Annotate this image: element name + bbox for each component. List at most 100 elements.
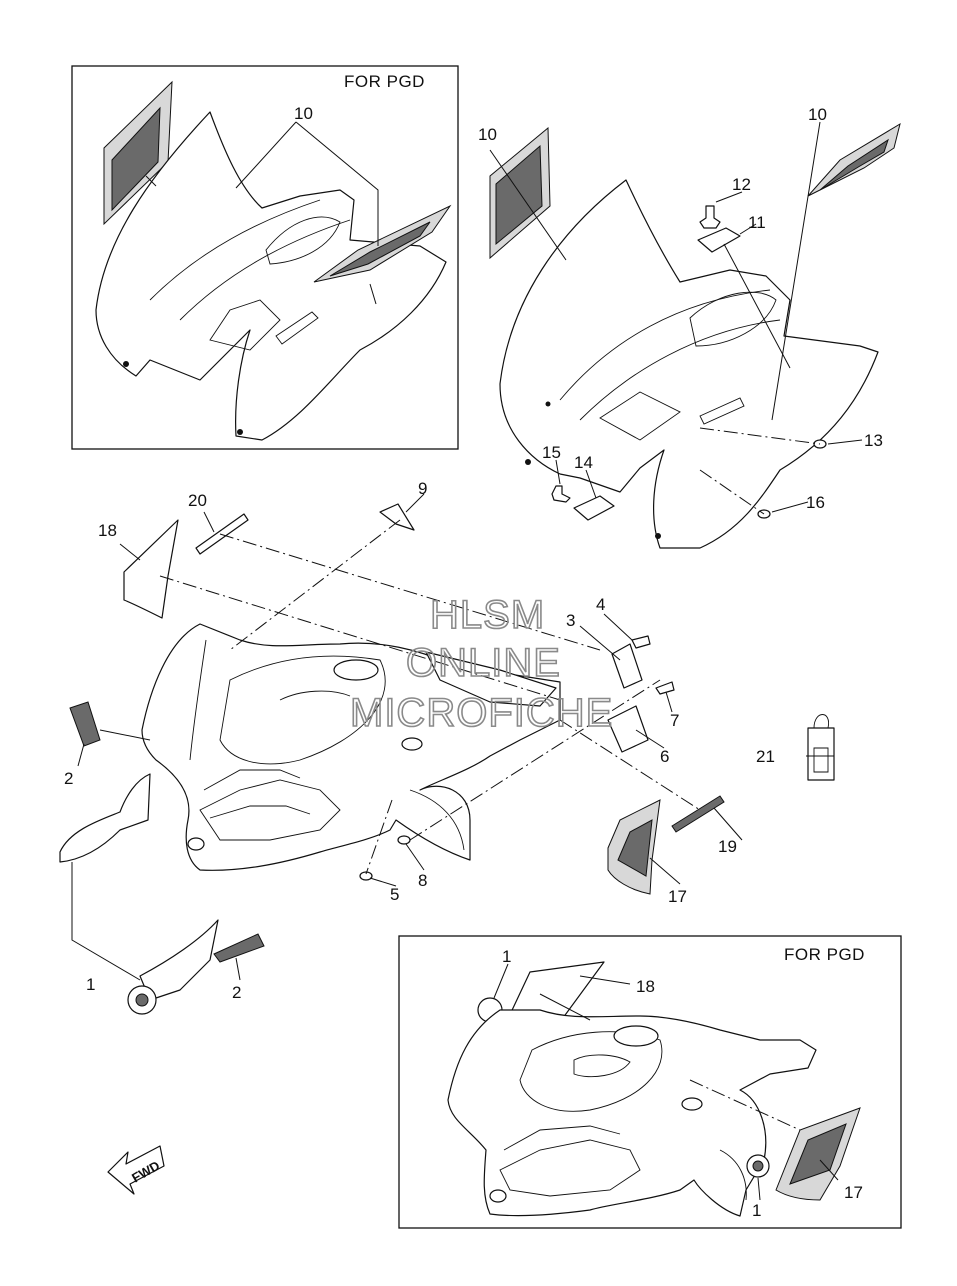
- leader-15: [555, 459, 561, 485]
- rear-fender-assembly: 10 10 12 11 13 15 14 16: [478, 105, 901, 549]
- callout-19: 19: [718, 837, 737, 856]
- part-8-nut: [397, 835, 411, 845]
- rear-decal-right-print: [819, 138, 889, 191]
- leader-9: [405, 493, 425, 513]
- rear-fender-rivet-1: [525, 459, 531, 465]
- leader-1-panel-top: [493, 963, 509, 999]
- decal-1-left-lower: [139, 919, 219, 1001]
- pgd-front-fender-seat: [573, 1054, 631, 1078]
- leader-dash-13: [699, 427, 821, 445]
- leader-3: [579, 625, 621, 661]
- leader-dash-5: [365, 799, 393, 875]
- leader-18-panel-b: [539, 993, 591, 1021]
- leader-dash-19: [559, 719, 701, 811]
- leader-10b: [489, 149, 567, 261]
- tag-21-string: [813, 714, 829, 729]
- pgd-front-fender-tank-area: [519, 1031, 663, 1112]
- pgd-fender-cover: [265, 216, 341, 265]
- rear-fender-rivet-3: [545, 401, 551, 407]
- pgd-decal-17-print: [789, 1123, 847, 1185]
- front-fender-grille-1: [203, 769, 301, 791]
- watermark-line-2: ONLINE: [406, 641, 561, 685]
- panel-top-left-frame: [71, 65, 459, 450]
- rear-fender-tray: [599, 391, 681, 441]
- emblem-1-left-center: [135, 993, 149, 1007]
- front-fender-edge: [189, 639, 207, 761]
- callout-4: 4: [596, 595, 605, 614]
- pgd-front-fender-body: [447, 1009, 817, 1217]
- panel-top-left: FOR PGD 10: [71, 65, 459, 450]
- pgd-front-fender-light: [489, 1189, 507, 1203]
- decal-18: [123, 519, 179, 619]
- part-7-screw: [655, 681, 675, 695]
- part-11-plate: [697, 227, 741, 253]
- callout-12: 12: [732, 175, 751, 194]
- leader-2-left: [77, 743, 85, 767]
- callout-6: 6: [660, 747, 669, 766]
- pgd-fender-rivet: [237, 429, 243, 435]
- callout-10-left: 10: [478, 125, 497, 144]
- front-fender-emblem-mount: [401, 737, 423, 751]
- leader-7: [665, 691, 673, 713]
- pgd-fender-slot: [275, 311, 319, 345]
- part-3-plate: [611, 643, 643, 689]
- leader-1-panel-bottom: [757, 1177, 761, 1201]
- pgd-front-fender-grille-1: [503, 1125, 621, 1151]
- leader-17: [649, 857, 681, 885]
- rear-decal-right: [807, 122, 901, 197]
- leader-dash-18: [159, 575, 561, 701]
- callout-17-panel: 17: [844, 1183, 863, 1202]
- rear-fender-body: [499, 179, 879, 549]
- rear-fender-seam-2: [579, 319, 781, 421]
- callout-1-left: 1: [86, 975, 95, 994]
- decal-20: [195, 513, 249, 555]
- leader-10a-b: [235, 121, 297, 189]
- leader-4: [603, 613, 633, 641]
- callout-5: 5: [390, 885, 399, 904]
- leader-1-left: [71, 862, 141, 981]
- tag-21-inner: [813, 747, 829, 773]
- leader-10a-c: [145, 175, 157, 187]
- part-5-nut: [359, 871, 373, 881]
- leader-17-panel: [819, 1159, 839, 1181]
- pgd-side-decal-right: [313, 204, 452, 283]
- callout-13: 13: [864, 431, 883, 450]
- callout-14: 14: [574, 453, 593, 472]
- callout-1-panel-top: 1: [502, 947, 511, 966]
- pgd-front-fender-wheel-arch: [719, 1149, 747, 1201]
- rear-fender-seam-1: [559, 289, 771, 401]
- leader-12: [715, 191, 743, 203]
- panel-bottom-right: FOR PGD 1 18 17 1: [398, 935, 902, 1229]
- pgd-emblem-1-bottom-center: [752, 1160, 764, 1172]
- callout-20: 20: [188, 491, 207, 510]
- decal-17-print: [617, 819, 653, 877]
- pgd-tank-decal-left-print: [111, 106, 161, 212]
- part-15-screw: [551, 485, 571, 503]
- fwd-arrow-shape: [107, 1145, 165, 1195]
- pgd-fender-seam-1: [149, 199, 321, 301]
- leader-5: [369, 877, 397, 887]
- leader-14: [585, 469, 597, 499]
- pgd-fender-seam-2: [179, 219, 351, 321]
- callout-2-right: 2: [232, 983, 241, 1002]
- leader-10a-d: [369, 283, 377, 305]
- callout-18-top: 18: [98, 521, 117, 540]
- part-14-plate: [573, 495, 615, 521]
- front-fender-assembly: 18 20 9 4 3 7 6 2 21 19 5 8 17 1 2: [59, 479, 835, 1015]
- callout-10-top-left: 10: [294, 104, 313, 123]
- callout-21: 21: [756, 747, 775, 766]
- callout-16: 16: [806, 493, 825, 512]
- leader-11: [739, 223, 757, 235]
- part-4-screw: [631, 635, 651, 649]
- watermark-line-3: MICROFICHE: [350, 691, 613, 735]
- rear-decal-left-print: [495, 144, 543, 246]
- front-fender-tank-area: [219, 655, 386, 765]
- leader-2-left-b: [99, 729, 151, 741]
- pgd-rear-fender: [95, 111, 447, 441]
- decal-19: [671, 795, 725, 833]
- part-6-plate: [607, 705, 649, 753]
- front-fender-intake: [199, 779, 341, 841]
- leader-dash-20: [219, 533, 601, 651]
- callout-11: 11: [748, 213, 766, 232]
